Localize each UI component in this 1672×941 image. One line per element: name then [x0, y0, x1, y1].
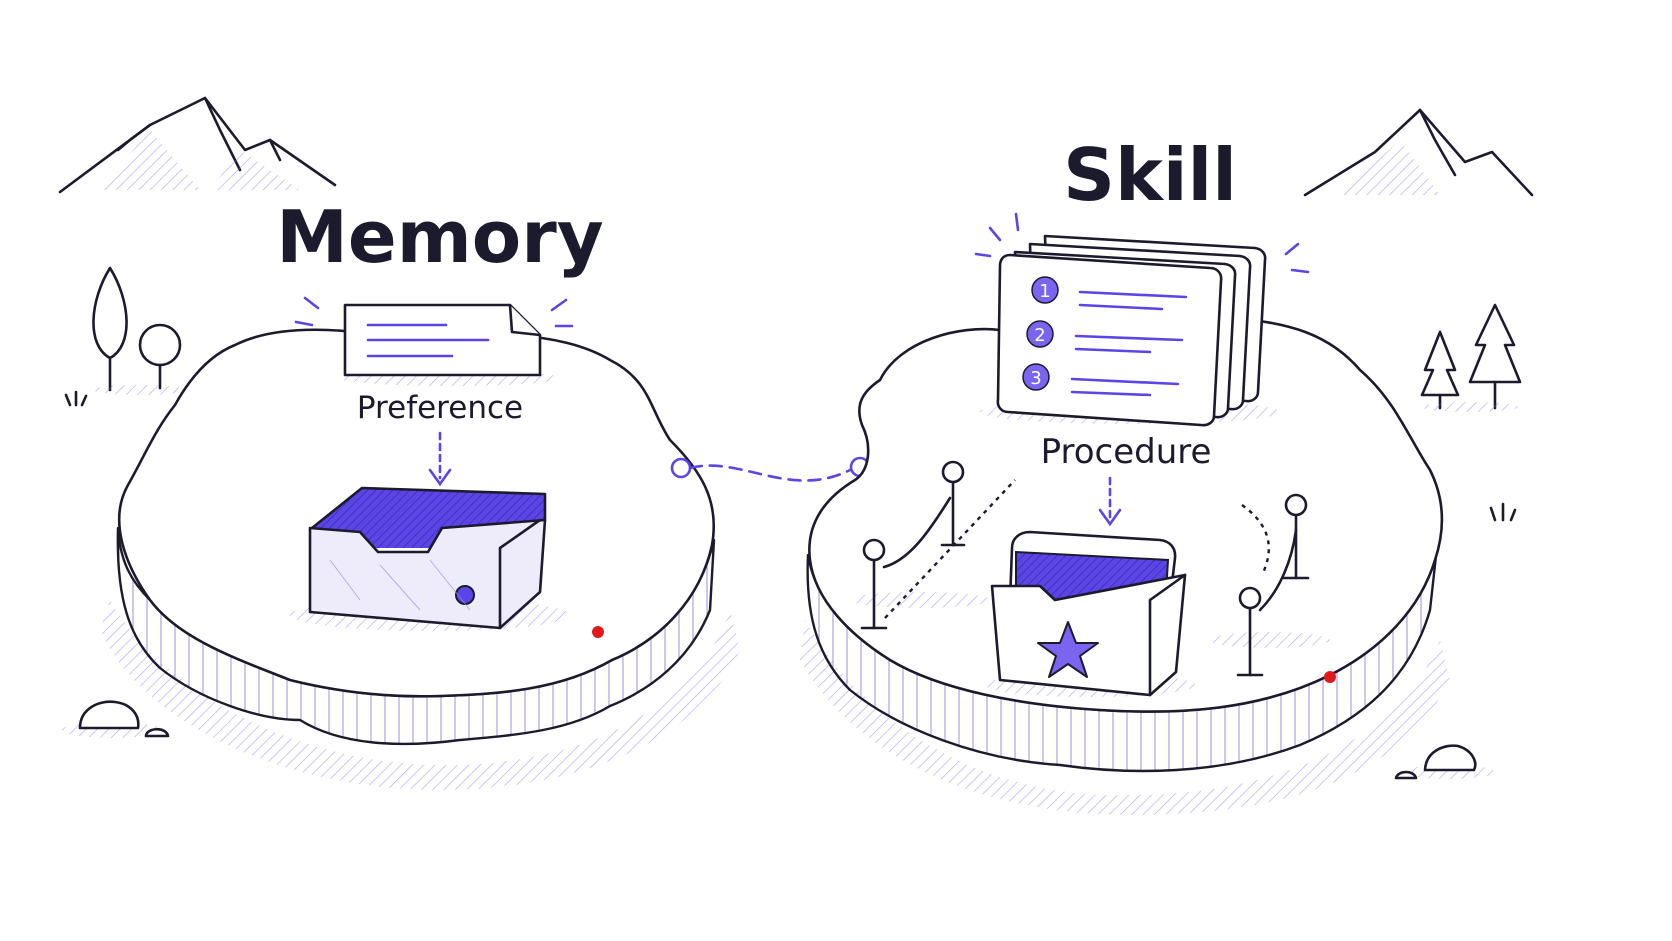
step-number-1: 1: [1039, 281, 1050, 302]
step-number-3: 3: [1030, 368, 1041, 389]
marker-dot: [592, 626, 604, 638]
memory-title: Memory: [276, 195, 603, 279]
marker-dot-skill: [1324, 671, 1336, 683]
trees-left-icon: [92, 266, 186, 395]
mountains-left-icon: [58, 96, 337, 194]
folder-star-icon: [985, 530, 1195, 697]
procedure-label: Procedure: [1041, 432, 1212, 472]
grass-right-icon: [1489, 502, 1517, 522]
drawer-icon: [290, 486, 570, 631]
connector-node-left: [670, 457, 692, 479]
procedure-arrow: [1098, 476, 1122, 527]
preference-label: Preference: [357, 390, 523, 426]
preference-arrow: [428, 431, 452, 487]
step-number-2: 2: [1034, 325, 1045, 346]
stanchion-left-icon: [850, 460, 1016, 630]
skill-title: Skill: [1063, 133, 1237, 217]
rocks-left-icon: [62, 700, 170, 738]
grass-left-icon: [64, 390, 88, 407]
mountains-right-icon: [1303, 108, 1534, 197]
rocks-right-icon: [1394, 744, 1495, 780]
document-icon: [294, 296, 574, 386]
stacked-cards-icon: 1 2 3: [974, 212, 1310, 427]
trees-right-icon: [1420, 303, 1522, 412]
stanchion-right-icon: [1210, 493, 1330, 677]
